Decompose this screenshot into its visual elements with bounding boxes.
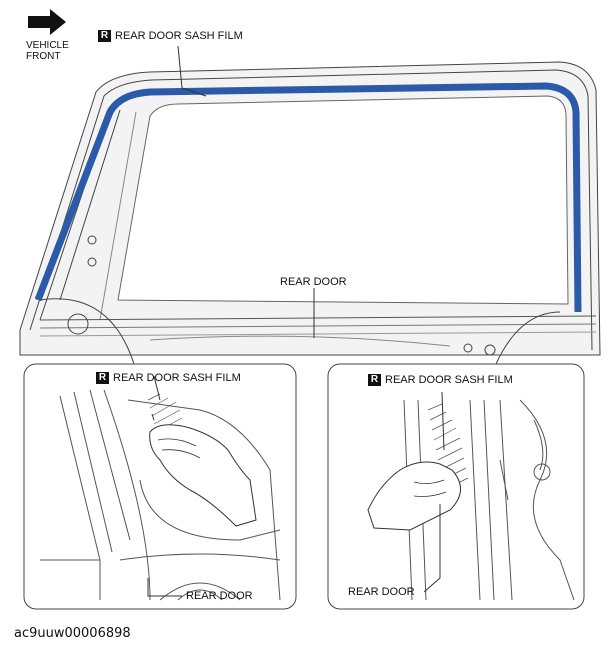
- leader-main-film: [177, 45, 207, 97]
- door-body: [19, 61, 601, 356]
- arrow-right-icon: [28, 9, 66, 35]
- r-badge: R: [98, 30, 111, 43]
- main-door-label: REAR DOOR: [280, 276, 347, 288]
- vehicle-front-line2: FRONT: [26, 51, 61, 62]
- vehicle-front-label: VEHICLE FRONT: [26, 40, 69, 62]
- vehicle-front-line1: VEHICLE: [26, 40, 69, 51]
- figure-caption: ac9uuw00006898: [14, 626, 131, 641]
- inset-right: [327, 363, 585, 610]
- inset-left-door-label: REAR DOOR: [186, 590, 253, 602]
- inset-left: [23, 363, 297, 610]
- inset-right-door-label: REAR DOOR: [348, 586, 415, 598]
- r-badge: R: [96, 372, 109, 385]
- r-badge: R: [368, 374, 381, 387]
- sash-film-highlight: [34, 82, 582, 313]
